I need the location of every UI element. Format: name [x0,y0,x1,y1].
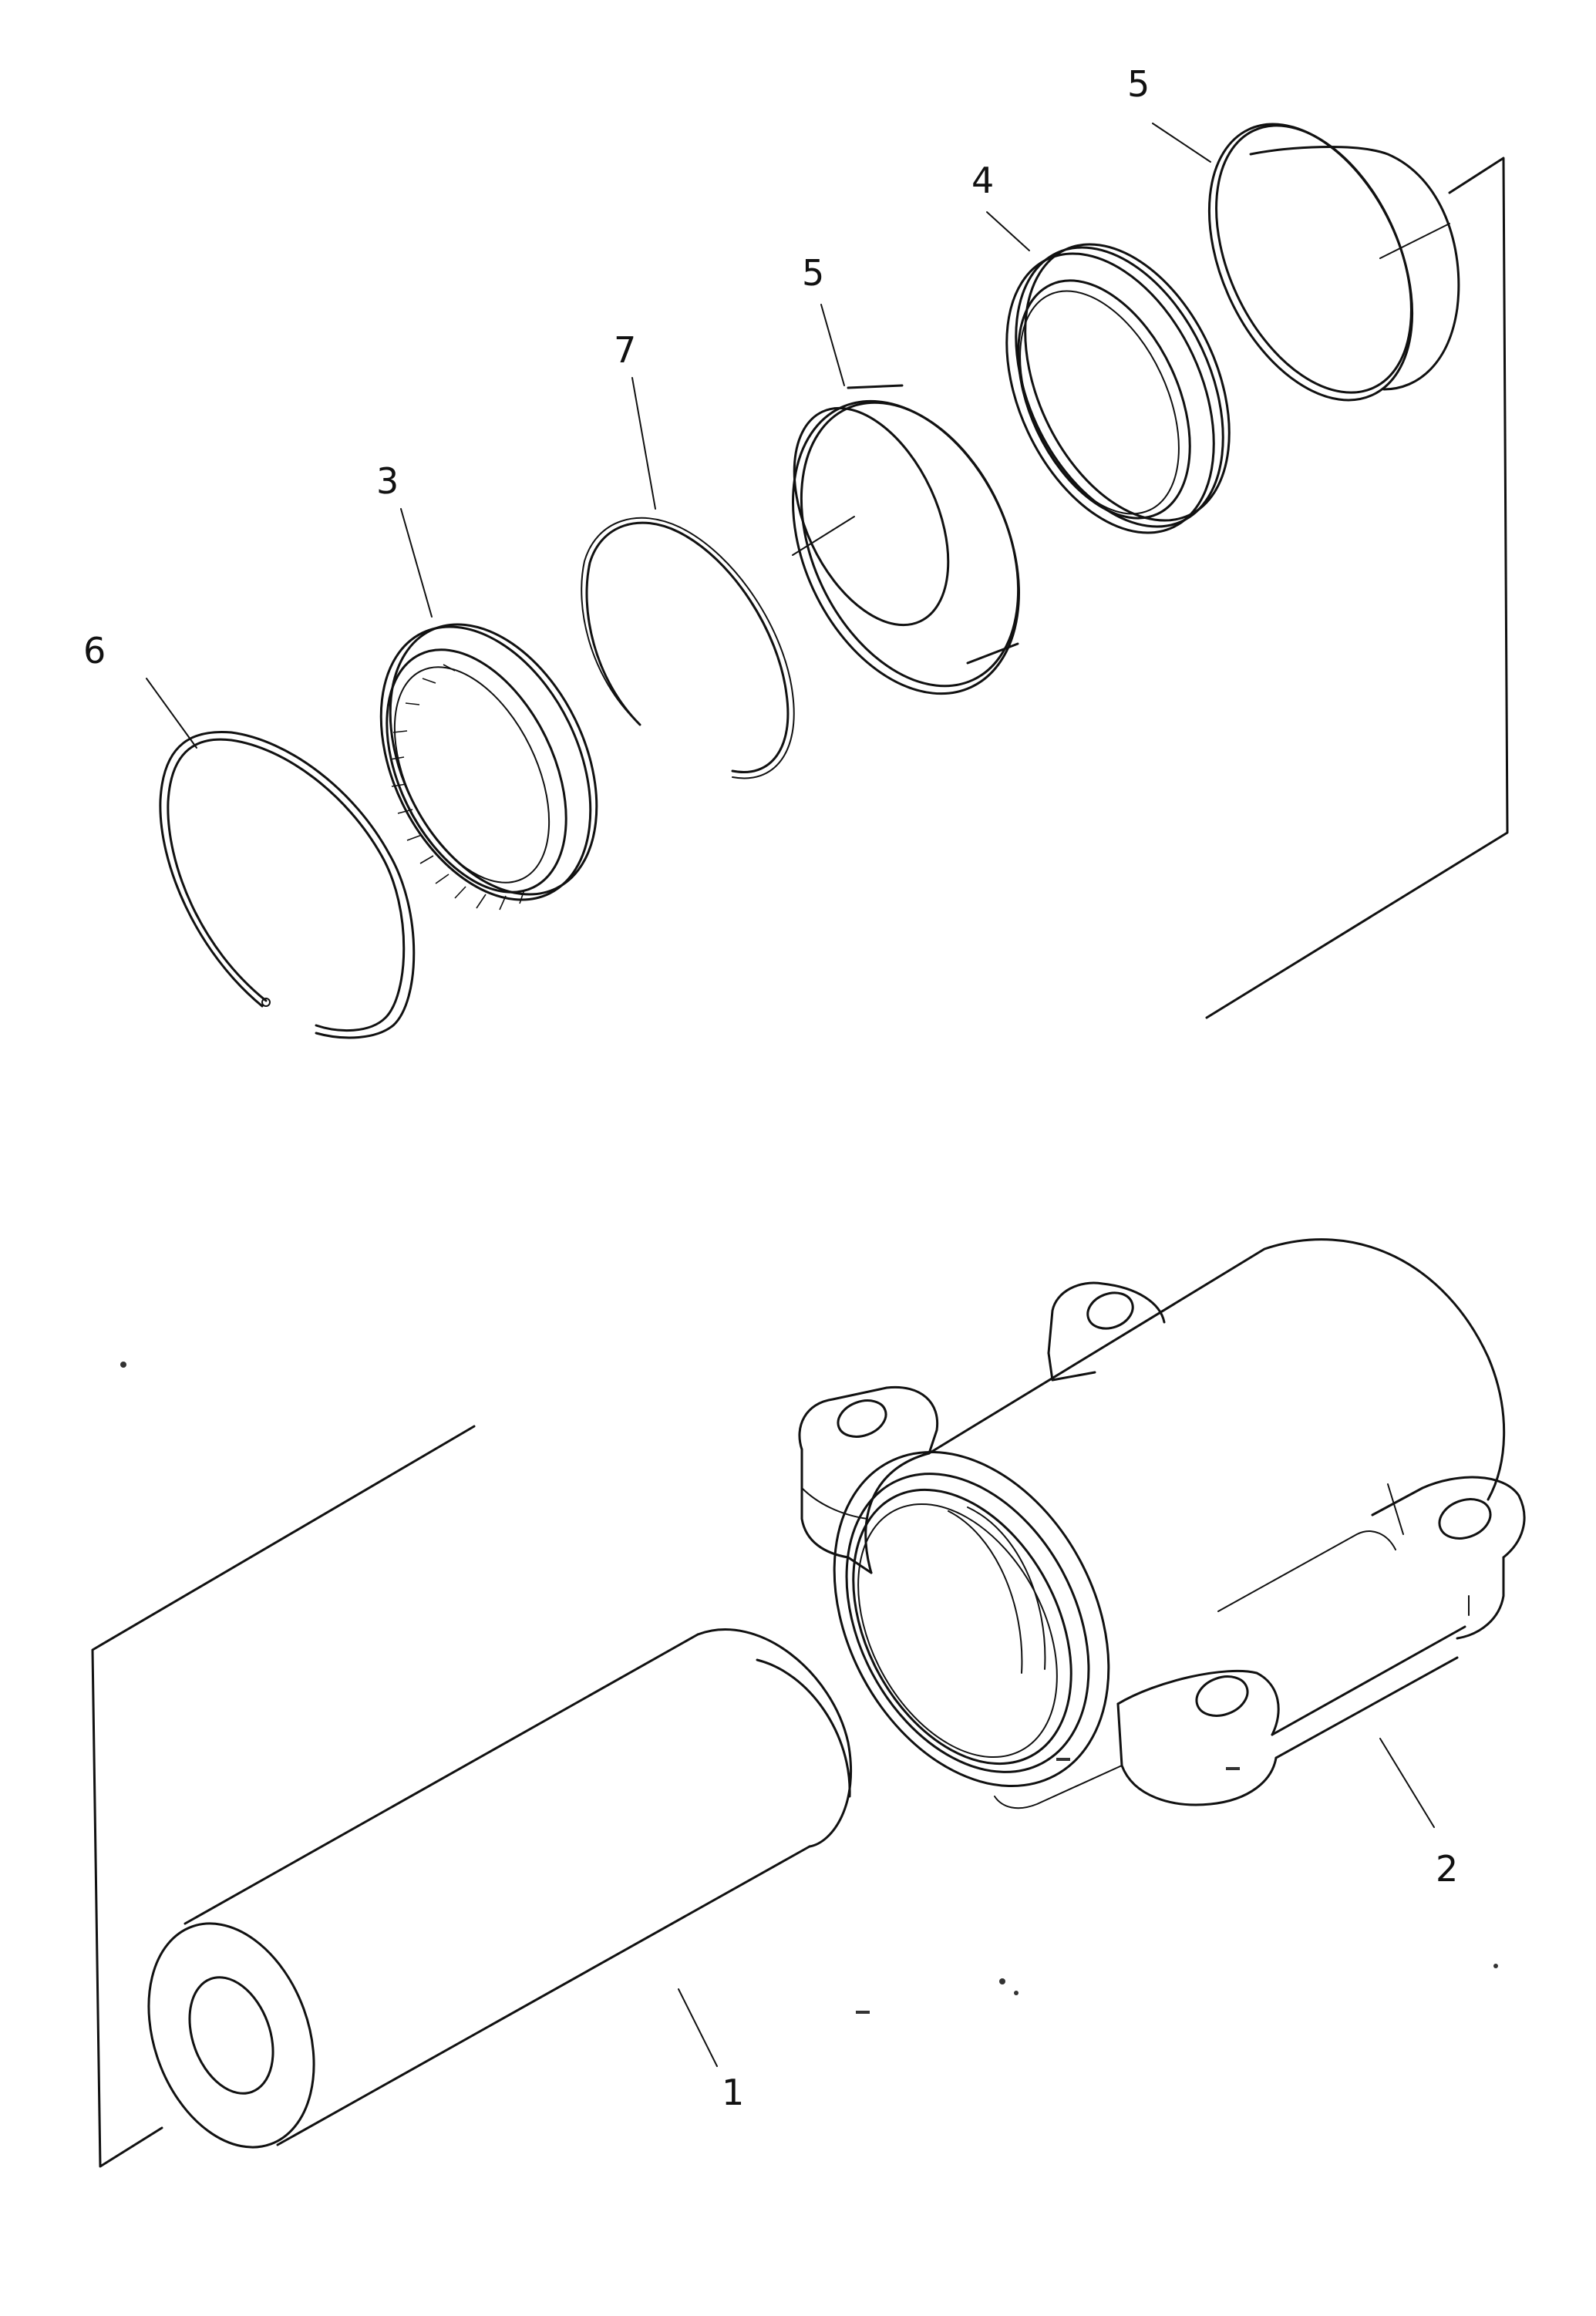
callout-5-right: 5 [1127,63,1150,105]
callout-2: 2 [1436,1848,1458,1890]
seal-hatching [389,664,525,911]
callout-7: 7 [614,329,636,371]
callout-3: 3 [376,460,399,502]
part-5-bushing-left [792,384,1020,695]
part-5-bushing-right [1207,123,1460,402]
part-4-seal-ring [1005,243,1231,534]
callout-4: 4 [971,160,994,201]
scan-specks [120,1362,1498,2014]
upper-assembly-plane [1205,157,1509,1019]
callout-5-left: 5 [802,252,824,294]
callout-labels: 6 3 7 5 4 5 2 1 [83,63,1458,2113]
part-7-wire-ring [581,517,795,779]
part-6-snap-ring [159,730,416,1039]
part-2-housing [798,1238,1526,1809]
part-1-pin [147,1628,853,2149]
leader-lines [146,123,1435,2067]
callout-1: 1 [722,2072,744,2113]
callout-6: 6 [83,630,106,672]
lower-assembly-plane [91,1425,476,2168]
part-3-seal-bearing [379,623,598,911]
